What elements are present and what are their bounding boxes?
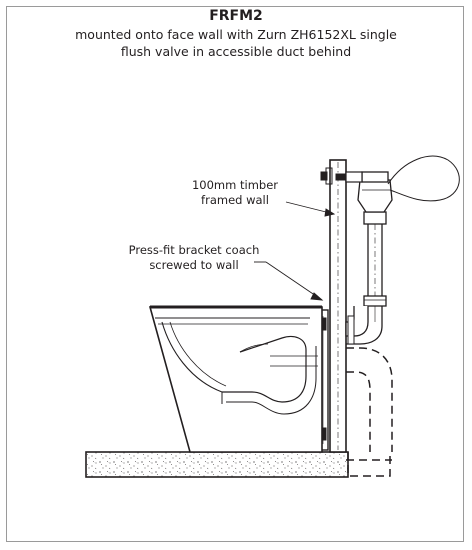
callout-bracket-line2: screwed to wall [149,258,239,272]
callout-timber-wall-line2: framed wall [201,193,269,207]
toilet-pan [148,305,323,453]
callout-bracket-line1: Press-fit bracket coach [128,243,260,257]
zurn-flush-valve [335,171,393,345]
callout-timber-wall-line1: 100mm timber [191,178,279,192]
timber-framed-wall [311,159,347,453]
callout-leaders [254,201,336,301]
diagram-title: FRFM2 [209,8,263,24]
concrete-floor-slab [85,451,349,478]
subtitle-line-2: flush valve in accessible duct behind [120,44,352,59]
supply-connection-outline [387,155,460,202]
callout-timber-wall: 100mm timber framed wall [180,178,290,208]
waste-pipe-dashed [346,347,393,477]
callout-bracket: Press-fit bracket coach screwed to wall [114,243,274,273]
subtitle-line-1: mounted onto face wall with Zurn ZH6152X… [75,27,397,42]
diagram-subtitle: mounted onto face wall with Zurn ZH6152X… [30,26,442,60]
